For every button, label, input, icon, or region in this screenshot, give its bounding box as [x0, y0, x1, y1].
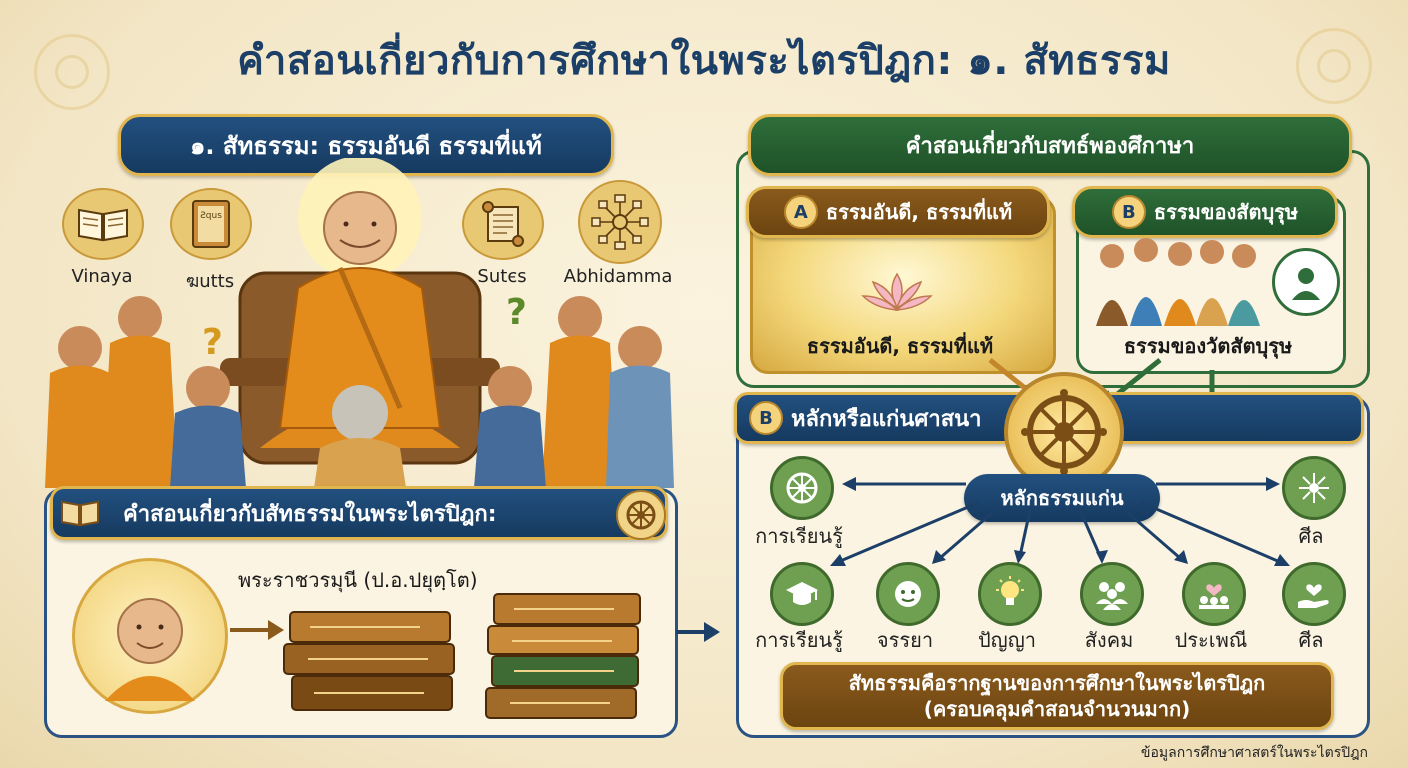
teaching-scene-illustration: ? ? [45, 158, 674, 488]
scroll-icon [462, 188, 544, 260]
icon-label: Abhidamma [563, 266, 673, 287]
section-b-badge: B [749, 401, 783, 435]
open-book-icon [62, 188, 144, 260]
arrow-right-icon [268, 620, 284, 640]
left-bottom-header: คำสอนเกี่ยวกับสัทธรรมในพระไตรปิฎก: [50, 486, 668, 540]
svg-text:?: ? [202, 322, 223, 363]
card-b-title: ธรรมของสัตบุรุษ [1153, 200, 1299, 224]
scripture-book-caption: Ƨqus [200, 211, 222, 221]
network-diagram-icon [578, 180, 662, 264]
footer-source: ข้อมูลการศึกษาศาสตร์ในพระไตรปิฎก [1140, 745, 1368, 761]
author-name: พระราชวรมุนี (ป.อ.ปยุตฺโต) [238, 568, 478, 592]
item-label: จรรยา [876, 628, 934, 652]
connector-arrow [676, 630, 708, 634]
open-book-icon [58, 492, 102, 534]
section-b-title: หลักหรือแก่นศาสนา [791, 406, 982, 432]
item-label: การเรียนรู้ [755, 628, 843, 652]
conclusion-line-1: สัทธรรมคือรากฐานของการศึกษาในพระไตรปิฎก [848, 671, 1266, 695]
books-stack-illustration [283, 593, 641, 719]
page-title: คำสอนเกี่ยวกับการศึกษาในพระไตรปิฎก: ๑. ส… [237, 38, 1171, 84]
dharma-wheel-decoration-icon [1296, 28, 1372, 104]
lotus-icon [852, 262, 942, 324]
face-icon [876, 562, 940, 626]
scripture-book-icon: Ƨqus [170, 188, 252, 260]
network-icon [1282, 456, 1346, 520]
card-a-header: A ธรรมอันดี, ธรรมที่แท้ [746, 186, 1050, 238]
card-a-caption: ธรรมอันดี, ธรรมที่แท้ [806, 334, 994, 358]
item-label: ประเพณี [1174, 628, 1248, 652]
person-speech-icon [1272, 248, 1340, 316]
card-a-badge: A [783, 195, 818, 229]
item-label: การเรียนรู้ [755, 524, 843, 548]
card-b-badge: B [1111, 195, 1146, 229]
dharma-wheel-icon [1004, 372, 1124, 492]
people-group-icon [1080, 562, 1144, 626]
radiating-arrows [830, 477, 1290, 566]
hand-heart-icon [1282, 562, 1346, 626]
dharma-wheel-icon [770, 456, 834, 520]
item-label: สังคม [1084, 628, 1134, 652]
conclusion-line-2: (ครอบคลุมคำสอนจำนวนมาก) [923, 697, 1191, 721]
graduation-cap-icon [770, 562, 834, 626]
item-label: ศีล [1298, 524, 1324, 548]
card-b-caption: ธรรมของวัตสัตบุรุษ [1123, 334, 1293, 358]
conclusion-box: สัทธรรมคือรากฐานของการศึกษาในพระไตรปิฎก … [780, 662, 1334, 730]
right-section-header: คำสอนเกี่ยวกับสทธ์พองศึกาษา [748, 114, 1352, 176]
arrow-shaft [230, 628, 270, 632]
dharma-wheel-decoration-icon [34, 34, 110, 110]
lightbulb-icon [978, 562, 1042, 626]
author-portrait [72, 558, 228, 714]
svg-text:?: ? [506, 292, 527, 333]
card-b-header: B ธรรมของสัตบุรุษ [1072, 186, 1338, 238]
item-label: ศีล [1298, 628, 1324, 652]
icon-label: Sutєs [477, 266, 527, 287]
card-a-title: ธรรมอันดี, ธรรมที่แท้ [825, 200, 1013, 224]
people-group-illustration [1096, 238, 1260, 326]
icon-label: Vinaya [71, 266, 133, 287]
icon-label: ฆutts [185, 271, 235, 292]
community-heart-icon [1182, 562, 1246, 626]
arrow-right-icon [704, 622, 720, 642]
item-label: ปัญญา [977, 628, 1036, 652]
dharma-wheel-icon [616, 490, 666, 540]
